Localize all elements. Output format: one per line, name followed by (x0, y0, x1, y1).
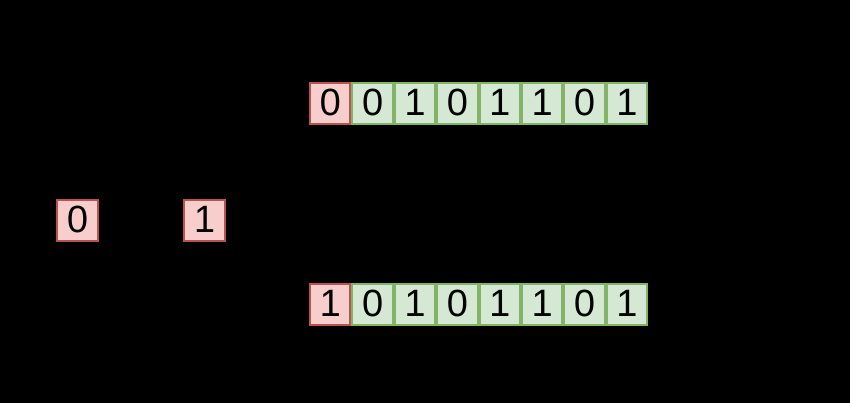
bit-cell: 0 (351, 283, 394, 326)
bit-cell: 1 (393, 283, 437, 326)
bit-cell: 1 (605, 283, 648, 326)
bit-cell: 0 (563, 82, 606, 125)
sign-value-cell-zero: 0 (56, 199, 99, 242)
bit-cell: 1 (478, 283, 521, 326)
sign-value-cell-one: 1 (183, 199, 226, 242)
bit-cell: 1 (520, 283, 564, 326)
bit-cell: 0 (351, 82, 394, 125)
bit-cell: 1 (478, 82, 521, 125)
bit-cell: 0 (436, 283, 479, 326)
sign-bit-cell: 1 (309, 283, 352, 326)
bit-cell: 1 (393, 82, 437, 125)
bit-cell: 1 (605, 82, 648, 125)
bit-cell: 1 (520, 82, 564, 125)
bit-cell: 0 (563, 283, 606, 326)
bit-cell: 0 (436, 82, 479, 125)
sign-bit-cell: 0 (309, 82, 352, 125)
